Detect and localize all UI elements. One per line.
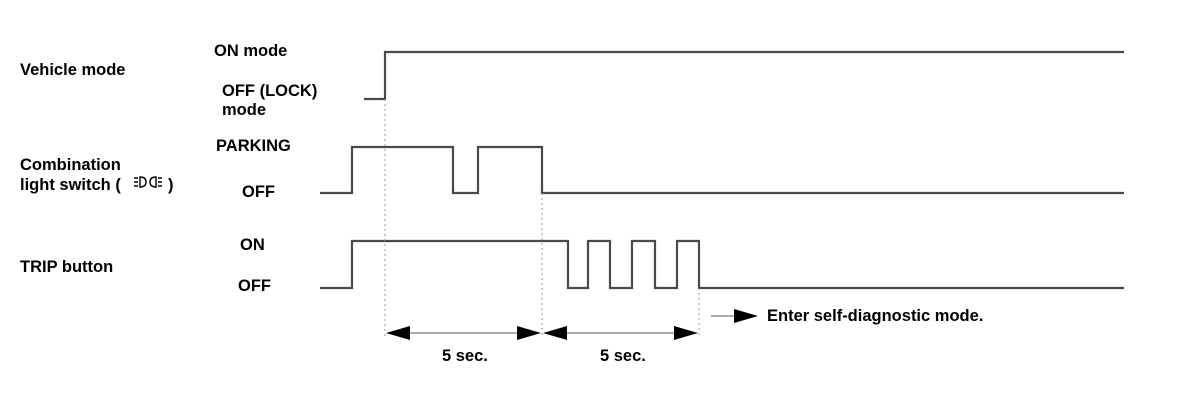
arrowhead-right-icon [517,326,541,340]
trip-button-label: TRIP button [20,258,113,276]
combination-light-waveform [320,145,1124,195]
vehicle-mode-waveform [364,50,1124,101]
combination-light-label-line1: Combination [20,156,121,174]
combination-light-off-state: OFF [242,183,275,201]
combination-light-label-suffix: ) [168,176,174,194]
headlamp-icon [134,176,162,188]
vehicle-mode-label: Vehicle mode [20,61,125,79]
result-label: Enter self-diagnostic mode. [767,307,983,325]
vehicle-mode-on-state: ON mode [214,42,287,60]
result-arrow [711,309,758,323]
interval-2-dimension [543,326,698,340]
combination-light-parking-state: PARKING [216,137,291,155]
combination-light-label-line2: light switch ( ) [20,176,174,194]
vehicle-mode-off-state-line1: OFF (LOCK) [222,82,317,100]
interval-1-label: 5 sec. [442,347,488,365]
interval-1-dimension [386,326,541,340]
interval-2-label: 5 sec. [600,347,646,365]
trip-button-on-state: ON [240,236,265,254]
arrowhead-left-icon [386,326,410,340]
trip-button-off-state: OFF [238,277,271,295]
arrow-right-icon [734,309,758,323]
arrowhead-right-icon [674,326,698,340]
combination-light-label-prefix: light switch ( [20,176,121,194]
vehicle-mode-off-state-line2: mode [222,101,266,119]
trip-button-waveform [320,239,1124,290]
arrowhead-left-icon [543,326,567,340]
